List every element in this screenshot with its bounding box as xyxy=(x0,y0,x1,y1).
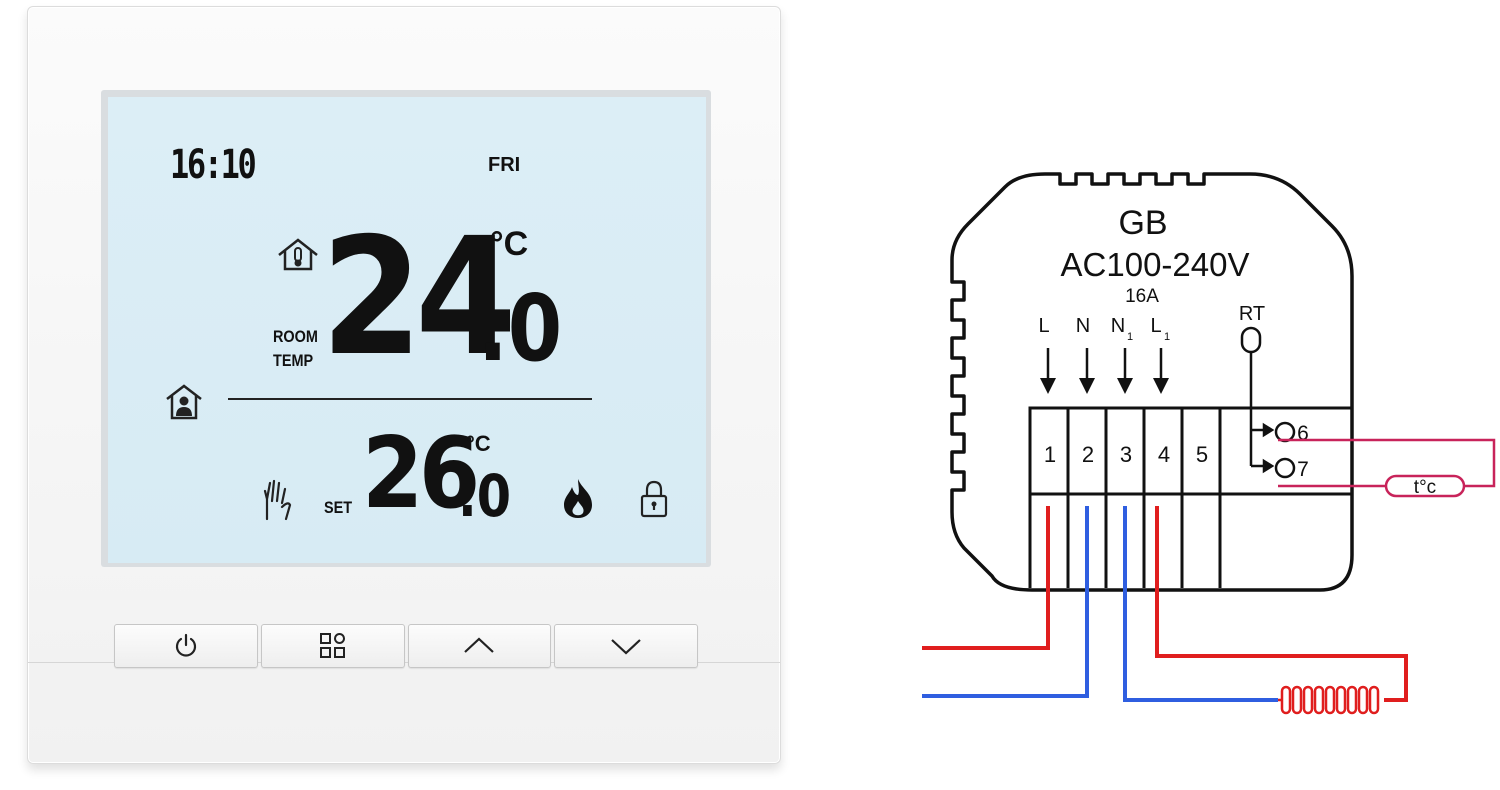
input-label-n: N xyxy=(1076,315,1090,337)
down-button[interactable] xyxy=(554,624,698,668)
terminal-4: 4 xyxy=(1158,442,1170,467)
load-live-wire xyxy=(1155,506,1408,702)
thermostat-device: 16:10 FRI 24 .0 °C ROOM TEMP SET 26 .0 °… xyxy=(27,6,781,764)
room-label-line2: TEMP xyxy=(273,351,314,370)
room-temperature-decimal: .0 xyxy=(478,275,563,382)
sensor-terminal-7: 7 xyxy=(1297,458,1309,481)
room-temp-label: ROOM TEMP xyxy=(273,325,318,373)
wiring-diagram: GB AC100-240V 16A L N N 1 L 1 RT 1 2 3 4… xyxy=(922,172,1496,715)
set-temperature-unit: °C xyxy=(466,431,491,456)
set-temperature-decimal: .0 xyxy=(458,462,512,530)
input-label-l1: L xyxy=(1150,315,1161,337)
room-label-line1: ROOM xyxy=(273,327,318,346)
heating-element-icon xyxy=(1278,685,1380,715)
sensor-wires xyxy=(1278,438,1496,488)
input-arrows xyxy=(1040,348,1169,394)
input-label-n1: N xyxy=(1111,315,1125,337)
chevron-up-icon xyxy=(464,637,495,653)
room-temperature-unit: °C xyxy=(490,225,529,263)
sensor-rt-label: RT xyxy=(1239,303,1265,325)
current-label: 16A xyxy=(1125,286,1159,307)
set-temperature-value: 26 xyxy=(362,417,480,531)
terminal-3: 3 xyxy=(1120,442,1132,467)
sensor-probe xyxy=(1240,326,1296,479)
temperature-sensor-probe xyxy=(1384,474,1466,498)
home-temperature-icon xyxy=(278,238,318,271)
voltage-label: AC100-240V xyxy=(1061,246,1250,283)
input-label-l1-sub: 1 xyxy=(1164,331,1170,343)
neutral-wire xyxy=(922,506,1089,698)
input-label-n1-sub: 1 xyxy=(1127,331,1133,343)
sensor-probe-label: t°c xyxy=(1414,477,1436,498)
up-button[interactable] xyxy=(407,624,552,668)
chevron-down-icon xyxy=(611,639,641,655)
terminal-1: 1 xyxy=(1044,442,1056,467)
room-temperature-value: 24 xyxy=(321,204,517,392)
input-label-l: L xyxy=(1038,315,1049,337)
set-label: SET xyxy=(324,498,353,517)
load-neutral-wire xyxy=(1123,506,1278,702)
sensor-terminal-6: 6 xyxy=(1297,422,1309,445)
live-wire xyxy=(922,506,1050,650)
day-display: FRI xyxy=(488,154,521,176)
control-buttons xyxy=(114,624,698,668)
terminal-5: 5 xyxy=(1196,442,1208,467)
hand-icon xyxy=(263,479,292,521)
menu-button[interactable] xyxy=(260,624,405,668)
model-label: GB xyxy=(1118,204,1167,242)
flame-icon xyxy=(564,479,592,518)
clock-display: 16:10 xyxy=(170,142,257,188)
terminal-2: 2 xyxy=(1082,442,1094,467)
module-housing-outline xyxy=(950,172,1354,592)
home-person-icon xyxy=(166,384,202,420)
lock-icon xyxy=(640,480,668,518)
lcd-screen: 16:10 FRI 24 .0 °C ROOM TEMP SET 26 .0 °… xyxy=(108,97,706,563)
grid-menu-icon xyxy=(319,633,345,658)
terminal-block xyxy=(1028,406,1354,588)
power-icon xyxy=(175,633,196,657)
display-divider xyxy=(228,398,592,400)
power-button[interactable] xyxy=(114,624,258,668)
